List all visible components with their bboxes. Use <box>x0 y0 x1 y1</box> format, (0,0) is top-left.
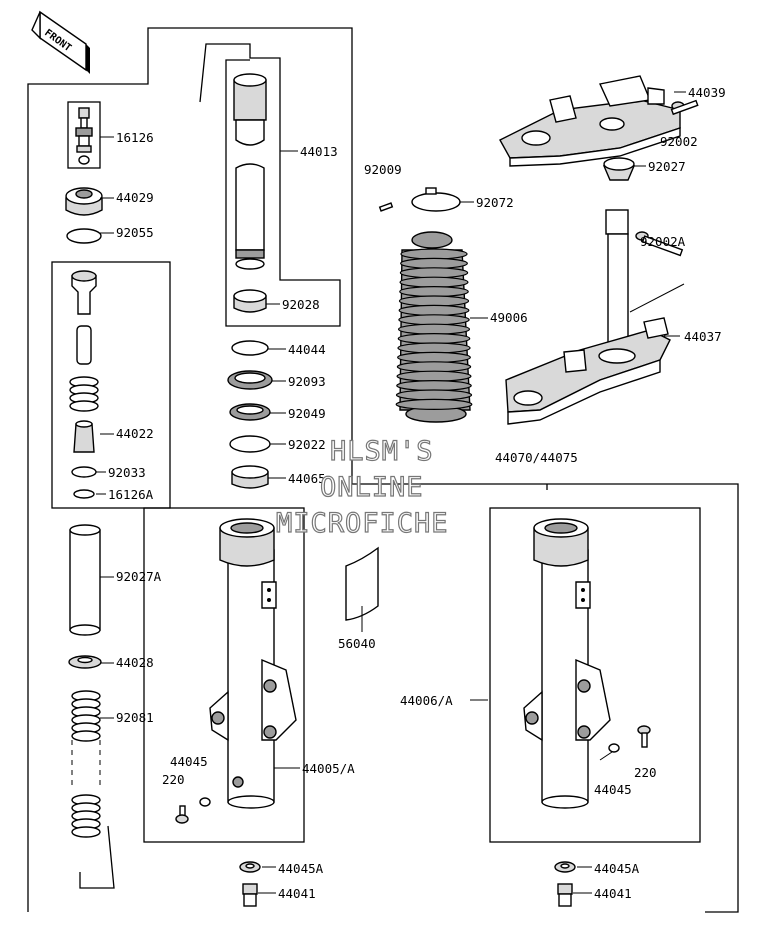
label-92055: 92055 <box>116 225 154 240</box>
label-92009: 92009 <box>364 162 402 177</box>
label-92002: 92002 <box>660 134 698 149</box>
damper-44022 <box>69 270 99 453</box>
washer-16126A <box>73 489 95 499</box>
label-92022: 92022 <box>288 437 326 452</box>
label-44022: 44022 <box>116 426 154 441</box>
clamp-92072 <box>411 187 461 212</box>
boot-ridge <box>398 304 470 316</box>
label-44045-right: 44045 <box>594 782 632 797</box>
label-44041-right: 44041 <box>594 886 632 901</box>
boot-ridge <box>400 248 468 260</box>
label-92002A: 92002A <box>640 234 686 249</box>
bolt-220-right <box>637 725 651 748</box>
washer-44045A-left <box>239 861 261 873</box>
label-220-right: 220 <box>634 765 657 780</box>
label-16126A: 16126A <box>108 487 154 502</box>
label-44006A: 44006/A <box>400 693 453 708</box>
label-92033: 92033 <box>108 465 146 480</box>
washer-92022 <box>229 435 271 453</box>
boot-ridge <box>399 267 469 279</box>
label-92027A: 92027A <box>116 569 162 584</box>
frame-lines <box>27 27 739 913</box>
boot-ridge <box>395 389 473 401</box>
boot-ridge <box>396 361 472 373</box>
bolt-220-left <box>175 805 189 824</box>
washer-44045-left <box>199 797 211 807</box>
valve-16126 <box>67 101 101 169</box>
part-labels: 16126 44029 92055 44022 92033 16126A 920… <box>108 85 726 901</box>
leader-lines <box>96 91 686 769</box>
boot-ridge <box>397 342 471 354</box>
boot-49006 <box>395 231 473 423</box>
label-44005A: 44005/A <box>302 761 355 776</box>
boot-ridge <box>396 370 472 382</box>
label-92049: 92049 <box>288 406 326 421</box>
boot-ridge <box>396 380 472 392</box>
label-44045A-right: 44045A <box>594 861 640 876</box>
boot-ridge <box>398 314 470 326</box>
watermark-line-3: MICROFICHE <box>276 508 449 539</box>
spring-92081 <box>71 690 101 838</box>
boot-ridge <box>397 351 471 363</box>
washer-44045A-right <box>554 861 576 873</box>
bushing-92027 <box>602 157 636 181</box>
label-44045-left: 44045 <box>170 754 208 769</box>
label-49006: 49006 <box>490 310 528 325</box>
ring-92033 <box>71 466 97 478</box>
label-56040: 56040 <box>338 636 376 651</box>
watermark-line-1: HLSM'S <box>330 436 434 467</box>
cap-bolt-44029 <box>65 187 103 216</box>
label-44013: 44013 <box>300 144 338 159</box>
boot-ridge <box>399 286 469 298</box>
screw-92009 <box>378 202 394 212</box>
label-44065: 44065 <box>288 471 326 486</box>
watermark-line-2: ONLINE <box>320 472 424 503</box>
label-92027: 92027 <box>648 159 686 174</box>
label-44039: 44039 <box>688 85 726 100</box>
label-44045A-left: 44045A <box>278 861 324 876</box>
label-44037: 44037 <box>684 329 722 344</box>
label-44041-left: 44041 <box>278 886 316 901</box>
circlip-44044 <box>231 340 269 356</box>
boot-ridge <box>397 333 471 345</box>
label-group-44070-44075: 44070/44075 <box>495 450 578 465</box>
inner-tube-44013 <box>233 73 267 270</box>
bolt-92002A <box>635 231 684 257</box>
washer-44045-right <box>608 743 620 753</box>
bushing-92028 <box>233 289 267 313</box>
seal-92093 <box>227 370 273 390</box>
bushing-44065 <box>231 465 269 489</box>
boot-ridge <box>399 276 469 288</box>
front-arrow-icon: FRONT <box>31 10 90 74</box>
upper-bracket-44039 <box>499 75 681 167</box>
pipe-92027A <box>69 524 101 636</box>
fork-leg-left-44005 <box>209 518 297 809</box>
label-44044: 44044 <box>288 342 326 357</box>
stem-bracket-44037 <box>505 209 671 425</box>
boot-ridge <box>395 398 473 410</box>
label-92093: 92093 <box>288 374 326 389</box>
seat-44028 <box>68 655 102 669</box>
label-92028: 92028 <box>282 297 320 312</box>
watermark: HLSM'S ONLINE MICROFICHE <box>275 435 449 539</box>
label-92081: 92081 <box>116 710 154 725</box>
label-16126: 16126 <box>116 130 154 145</box>
boot-ridge <box>398 295 470 307</box>
bolt-92002 <box>670 99 699 116</box>
seal-92049 <box>229 403 271 421</box>
label-92072: 92072 <box>476 195 514 210</box>
o-ring-92055 <box>66 228 102 244</box>
label-44028: 44028 <box>116 655 154 670</box>
bolt-44041-left <box>242 883 258 907</box>
boot-ridge <box>400 257 468 269</box>
bolt-44041-right <box>557 883 573 907</box>
fork-leg-right-44006 <box>523 518 611 809</box>
boot-ridge <box>398 323 471 335</box>
label-44029: 44029 <box>116 190 154 205</box>
label-220-left: 220 <box>162 772 185 787</box>
shield-56040 <box>345 546 379 621</box>
